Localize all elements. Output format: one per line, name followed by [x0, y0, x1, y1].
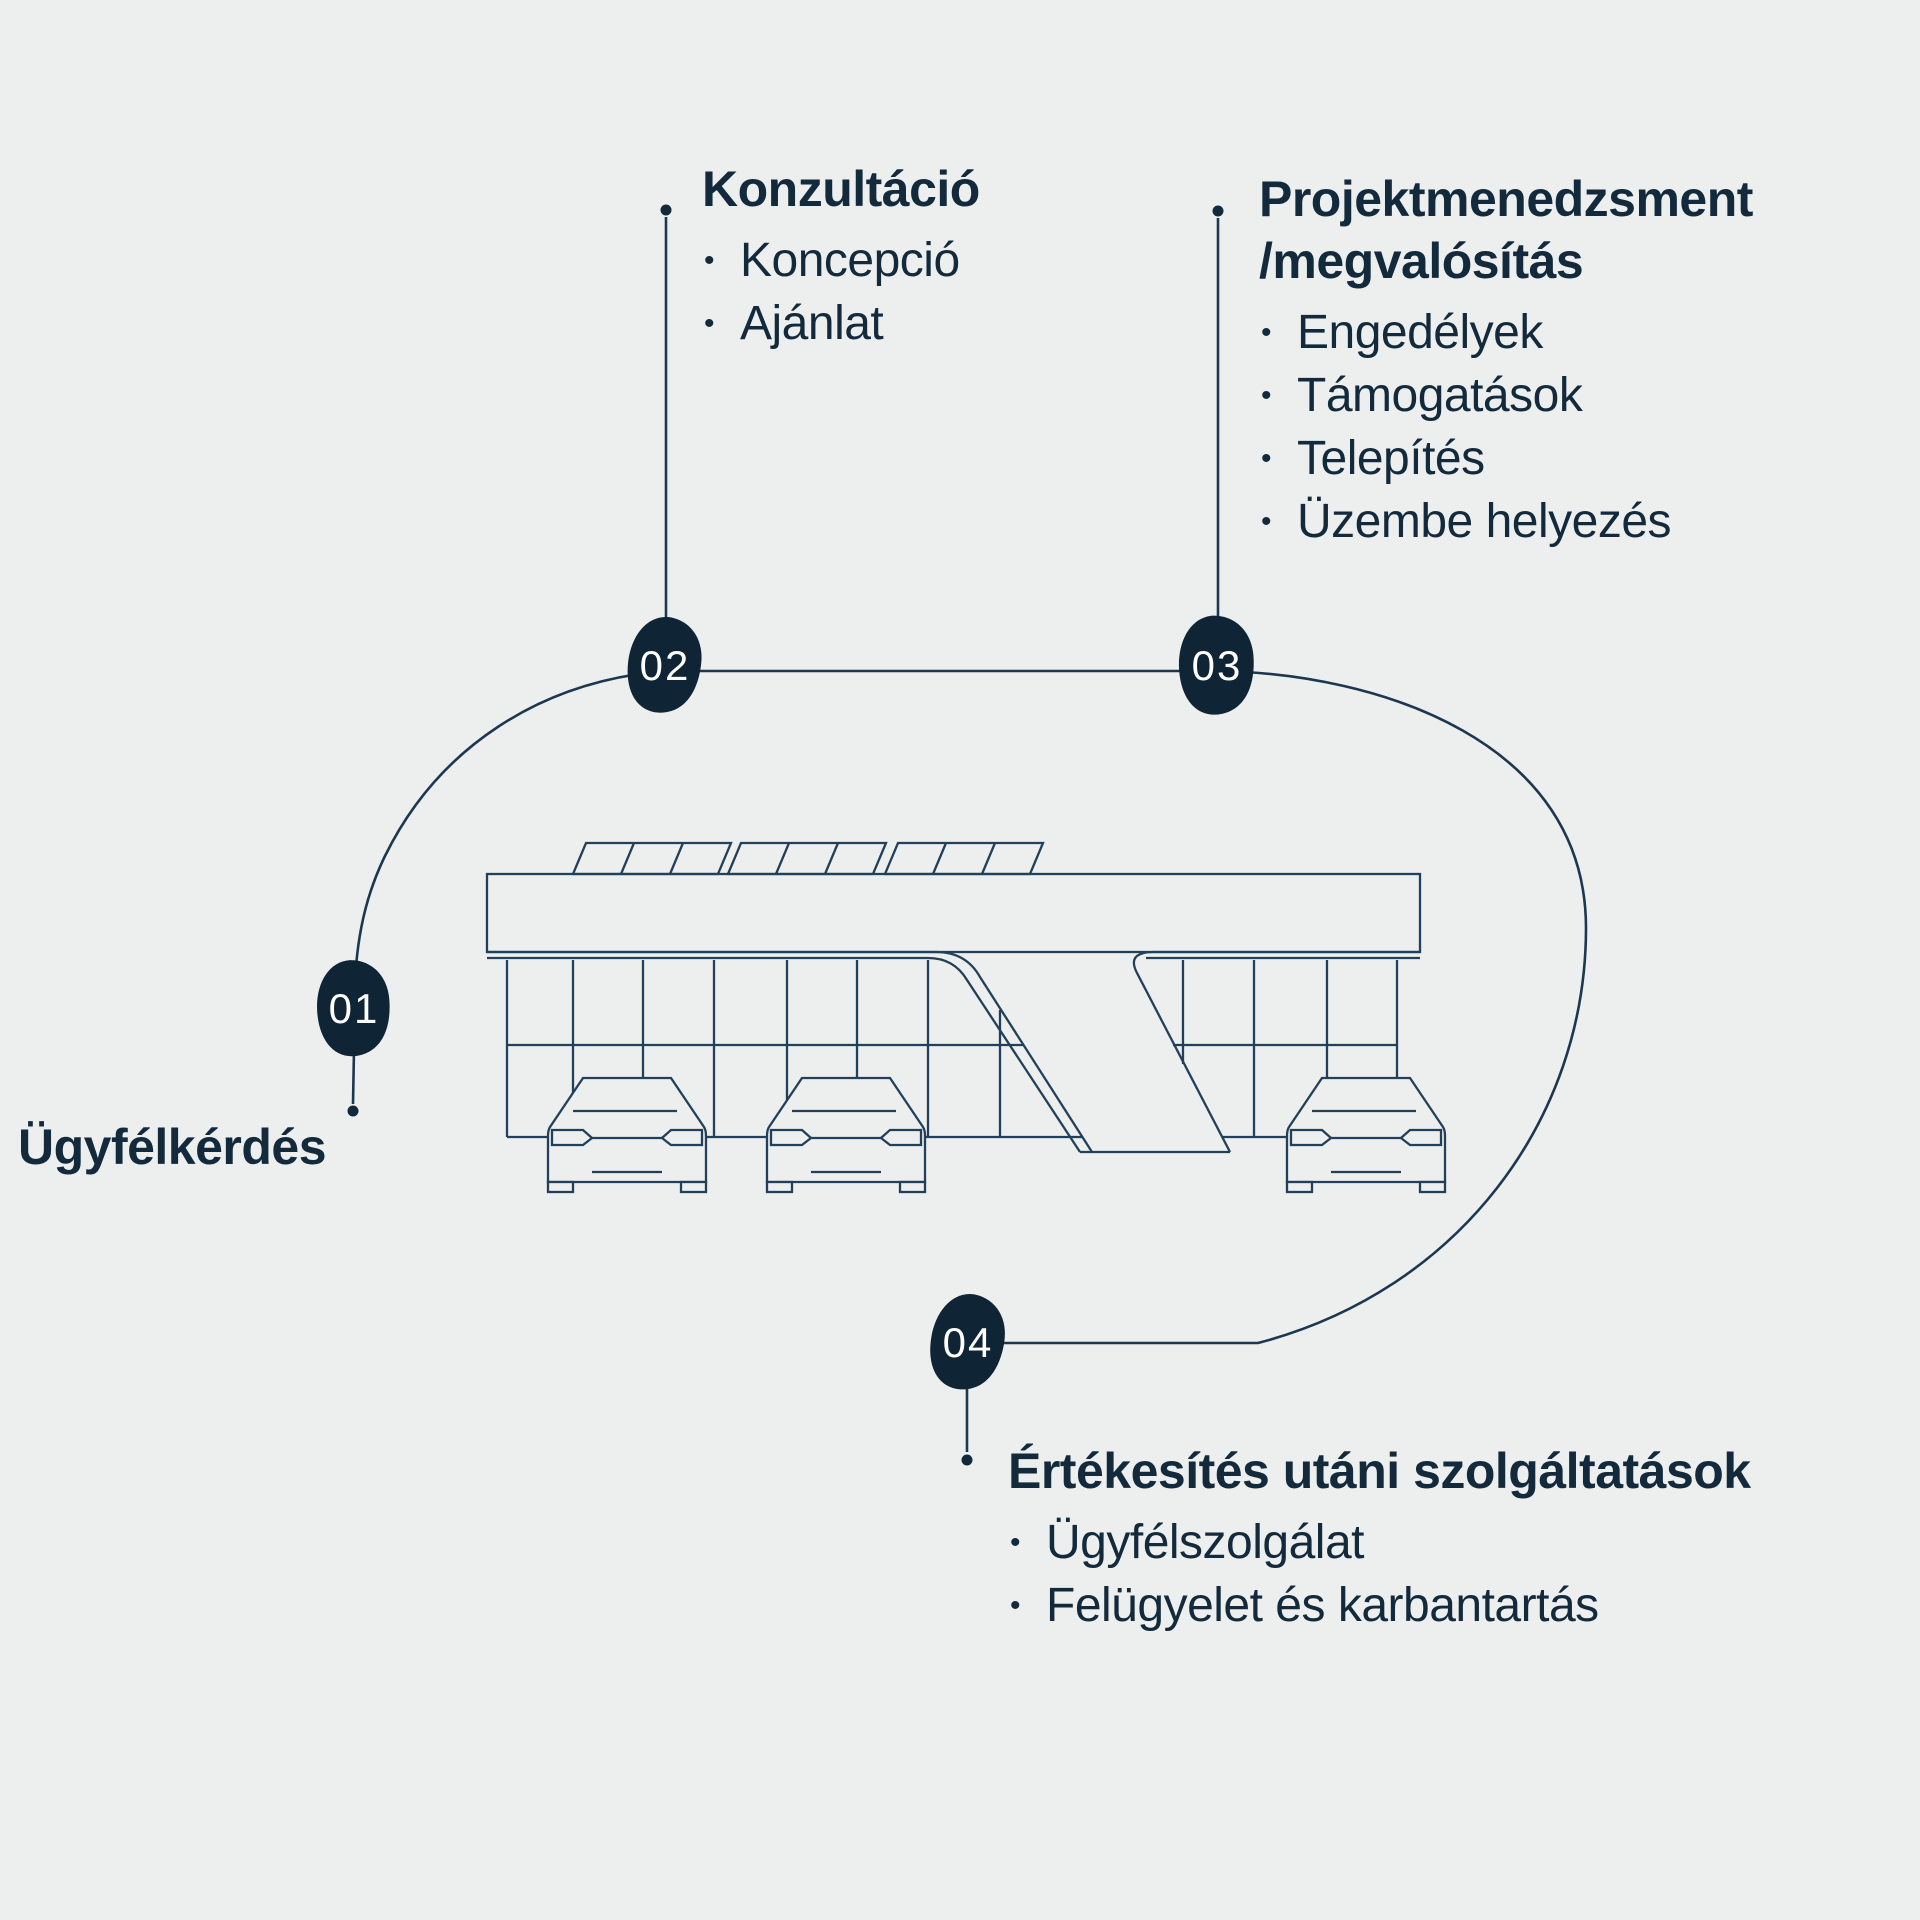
step-node-01: 01: [312, 956, 395, 1060]
node-number-01: 01: [329, 985, 380, 1032]
fascia-left-outer: [487, 950, 1093, 1153]
connector-03: [1212, 205, 1224, 620]
connector-04: [961, 1388, 973, 1466]
bullet-item: Támogatások: [1259, 364, 1753, 427]
process-loop: [352, 669, 1588, 1345]
car-3: [1285, 1076, 1447, 1194]
bullet-item: Ügyfélszolgálat: [1008, 1511, 1751, 1574]
solar-panel-group-2: [726, 841, 888, 876]
connector-01: [347, 1049, 359, 1117]
loop-left-arc: [352, 669, 667, 1007]
bullet-item: Koncepció: [702, 229, 980, 292]
car-1: [546, 1076, 708, 1194]
solar-carport-illustration: [485, 841, 1447, 1194]
fascia-right-outer: [1132, 950, 1420, 1153]
step-bullets-03: Engedélyek Támogatások Telepítés Üzembe …: [1259, 301, 1753, 553]
connector-dot-04: [961, 1454, 973, 1466]
step-node-02: 02: [624, 614, 705, 716]
car-2: [765, 1076, 927, 1194]
solar-panels: [571, 841, 1045, 876]
step-bullets-04: Ügyfélszolgálat Felügyelet és karbantart…: [1008, 1511, 1751, 1637]
step-label-01: Ügyfélkérdés: [18, 1116, 327, 1178]
solar-panel-group-3: [883, 841, 1045, 876]
n-pillar-ribbon: [487, 950, 1420, 1154]
loop-right-arc: [1003, 669, 1588, 1345]
bullet-item: Engedélyek: [1259, 301, 1753, 364]
step-title-04: Értékesítés utáni szolgáltatások: [1008, 1443, 1751, 1499]
connector-dot-01: [347, 1105, 359, 1117]
step-title-03-line-2: /megvalósítás: [1259, 233, 1584, 289]
step-label-03: Projektmenedzsment /megvalósítás Engedél…: [1259, 168, 1753, 553]
canopy-roof: [485, 872, 1422, 954]
step-bullets-02: Koncepció Ajánlat: [702, 229, 980, 355]
bullet-item: Ajánlat: [702, 292, 980, 355]
step-node-03: 03: [1174, 612, 1259, 718]
bullet-item: Telepítés: [1259, 427, 1753, 490]
connector-dot-03: [1212, 205, 1224, 217]
step-connectors: [347, 204, 1224, 1466]
node-number-03: 03: [1192, 642, 1243, 689]
bullet-item: Üzembe helyezés: [1259, 490, 1753, 553]
step-label-02: Konzultáció Koncepció Ajánlat: [702, 158, 980, 355]
connector-02: [660, 204, 672, 620]
step-title-01: Ügyfélkérdés: [18, 1119, 327, 1175]
connector-dot-02: [660, 204, 672, 216]
step-title-02: Konzultáció: [702, 161, 980, 217]
step-label-04: Értékesítés utáni szolgáltatások Ügyféls…: [1008, 1440, 1751, 1637]
solar-panel-group-1: [571, 841, 733, 876]
step-node-04: 04: [925, 1289, 1010, 1395]
fascia-left-inner: [487, 956, 1081, 1153]
step-title-03-line-1: Projektmenedzsment: [1259, 171, 1753, 227]
node-number-04: 04: [943, 1319, 994, 1366]
node-number-02: 02: [640, 642, 691, 689]
bullet-item: Felügyelet és karbantartás: [1008, 1574, 1751, 1637]
